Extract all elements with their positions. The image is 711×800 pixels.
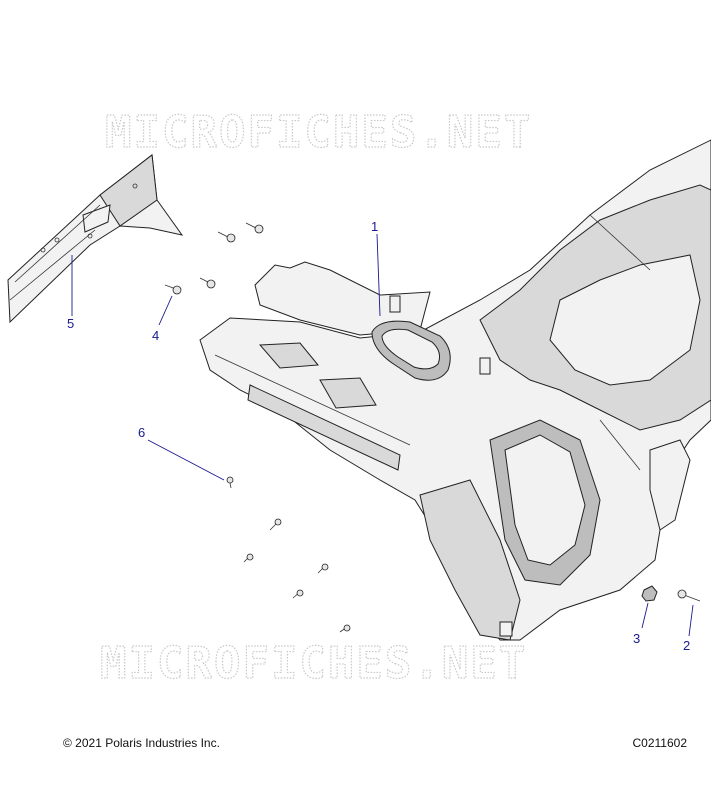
watermark-bottom: MICROFICHES.NET xyxy=(100,638,527,689)
bolt-item-2 xyxy=(677,589,701,602)
drawing-number: C0211602 xyxy=(632,736,688,750)
leader-4 xyxy=(158,295,173,326)
leader-6 xyxy=(147,439,225,481)
callout-5: 5 xyxy=(67,316,74,331)
heat-shield-panel xyxy=(7,154,184,324)
screw-d xyxy=(292,589,304,599)
screw-item-6 xyxy=(226,476,234,489)
screw-a xyxy=(269,518,282,531)
bolt-item-4 xyxy=(164,284,182,295)
rear-fender-assembly xyxy=(199,139,711,641)
callout-1: 1 xyxy=(371,219,378,234)
leader-lines xyxy=(71,233,694,637)
leader-2 xyxy=(688,604,694,637)
callout-3: 3 xyxy=(633,631,640,646)
bolt-upper-b xyxy=(245,222,264,234)
screw-e xyxy=(339,624,351,633)
copyright-notice: © 2021 Polaris Industries Inc. xyxy=(63,736,220,750)
callout-2: 2 xyxy=(683,638,690,653)
bolt-upper-c xyxy=(199,277,216,289)
leader-3 xyxy=(641,602,649,629)
nut-item-3 xyxy=(641,585,658,602)
bolt-upper-a xyxy=(217,231,236,243)
screw-b xyxy=(243,553,254,563)
callout-4: 4 xyxy=(152,328,159,343)
callout-labels: 1 2 3 4 5 6 xyxy=(67,219,690,653)
screw-c xyxy=(317,563,329,574)
callout-6: 6 xyxy=(138,425,145,440)
watermark-top: MICROFICHES.NET xyxy=(105,107,532,158)
leader-1 xyxy=(376,233,381,317)
fasteners xyxy=(164,222,701,633)
